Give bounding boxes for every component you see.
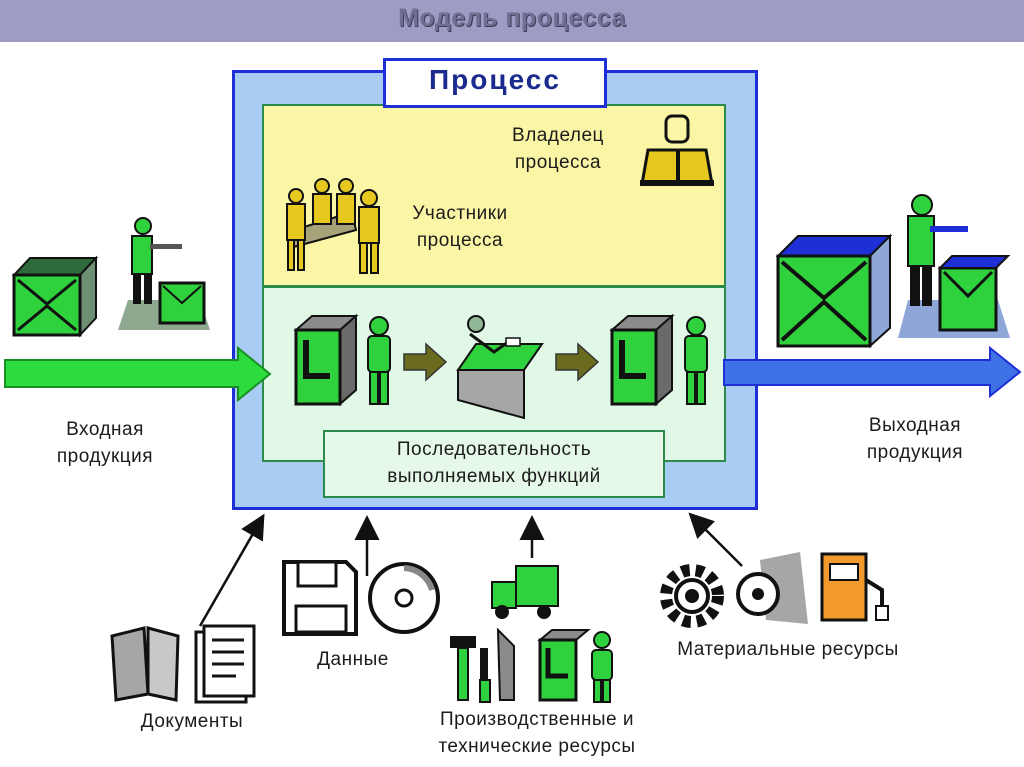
output-worker-icon — [898, 195, 1010, 338]
production-label-line2: технические ресурсы — [392, 733, 682, 760]
participants-label-line1: Участники — [390, 200, 530, 227]
output-label-line1: Выходная — [830, 412, 1000, 439]
output-box-icon — [778, 236, 890, 346]
documents-arrow — [200, 518, 262, 626]
machine-operator-icon-1 — [296, 316, 390, 404]
documents-label: Документы — [112, 708, 272, 735]
truck-icon — [492, 566, 558, 619]
participants-label-line2: процесса — [390, 227, 530, 254]
cd-disc-icon — [370, 564, 438, 632]
floppy-disk-icon — [284, 562, 356, 634]
owner-label-line1: Владелец — [488, 122, 628, 149]
sequence-label-line1: Последовательность — [323, 436, 665, 463]
output-label-line2: продукция — [830, 439, 1000, 466]
data-label: Данные — [298, 646, 408, 673]
output-label: Выходная продукция — [830, 412, 1000, 466]
input-label: Входная продукция — [20, 416, 190, 470]
desk-worker-icon — [458, 316, 542, 418]
material-reel-icon — [738, 552, 808, 624]
input-worker-icon — [118, 218, 210, 330]
documents-icon — [112, 626, 254, 702]
input-box-icon — [14, 258, 96, 335]
input-label-line1: Входная — [20, 416, 190, 443]
flow-arrow-1 — [404, 344, 446, 380]
production-resources-label: Производственные и технические ресурсы — [392, 706, 682, 760]
sequence-label-line2: выполняемых функций — [323, 463, 665, 490]
flow-arrow-2 — [556, 344, 598, 380]
material-resources-label: Материальные ресурсы — [642, 636, 934, 663]
input-arrow — [5, 348, 270, 400]
input-label-line2: продукция — [20, 443, 190, 470]
process-participants-icon — [287, 179, 379, 273]
owner-label-line2: процесса — [488, 149, 628, 176]
machine-operator-icon-2 — [612, 316, 707, 404]
material-arrow — [692, 516, 742, 566]
gear-icon — [666, 570, 718, 622]
machine-operator-icon-3 — [540, 630, 612, 702]
process-owner-icon — [640, 116, 714, 186]
owner-label: Владелец процесса — [488, 122, 628, 176]
fuel-pump-icon — [822, 554, 888, 620]
participants-label: Участники процесса — [390, 200, 530, 254]
tools-icon — [450, 630, 514, 702]
output-arrow — [724, 348, 1020, 396]
sequence-label: Последовательность выполняемых функций — [323, 436, 665, 490]
production-label-line1: Производственные и — [392, 706, 682, 733]
